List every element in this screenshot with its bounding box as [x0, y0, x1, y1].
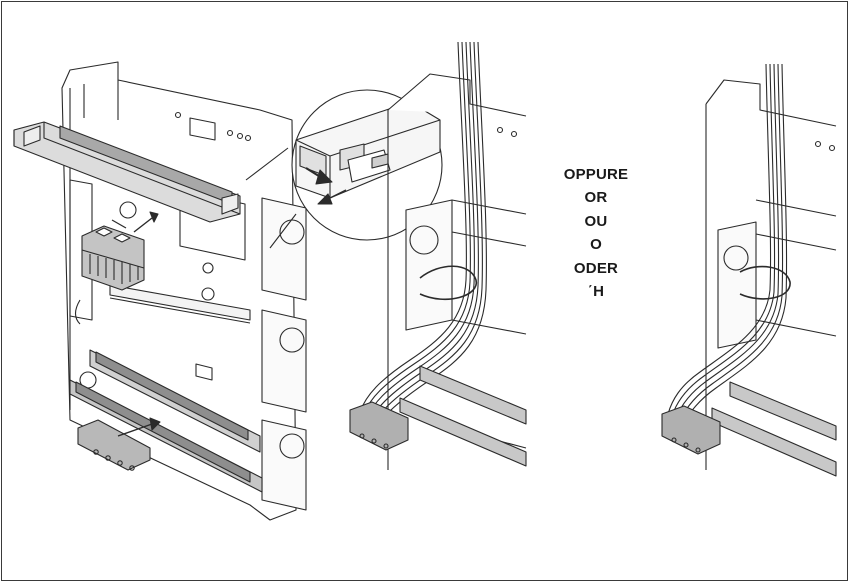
right-bottom-terminal-strip	[661, 381, 837, 477]
left-bottom-terminal-strip	[69, 349, 263, 493]
word-greek: ΄Η	[587, 283, 605, 301]
left-connector-block	[81, 225, 145, 291]
center-bottom-terminal-strip	[349, 365, 527, 467]
right-cable-bundle	[667, 63, 791, 423]
left-loose-terminal	[77, 419, 151, 471]
insert-arrow-icon	[111, 211, 159, 233]
word-italian: OPPURE	[563, 166, 629, 183]
insert-arrow-icon	[117, 417, 161, 437]
word-english: OR	[584, 189, 608, 207]
pull-arrow-icon	[317, 189, 347, 205]
word-spanish: O	[590, 236, 602, 254]
push-arrow-icon	[305, 167, 333, 185]
left-top-terminal-strip	[13, 121, 241, 223]
word-french: OU	[584, 212, 608, 230]
alternative-conjunctions: OPPURE OR OU O ODER ΄Η	[556, 163, 636, 303]
center-cable-bundle	[359, 41, 487, 423]
word-german: ODER	[573, 259, 619, 277]
